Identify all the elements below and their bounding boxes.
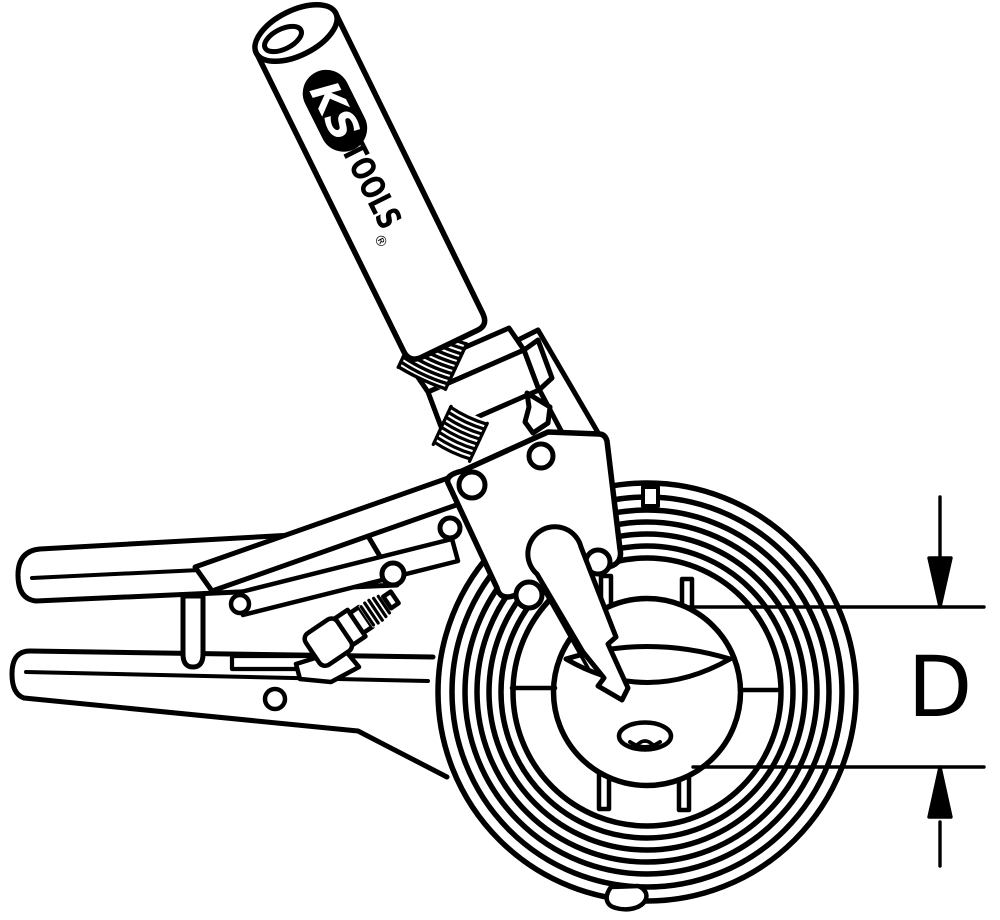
stripper-blade-tip <box>525 524 631 703</box>
clamp-hub <box>509 595 783 789</box>
coil-windings <box>435 480 859 904</box>
logo-registered-mark: ® <box>370 232 391 252</box>
dimension-label: D <box>908 638 973 736</box>
handle-top-hole <box>262 23 304 55</box>
band-end-tab <box>641 485 660 508</box>
spindle-threads-lower <box>431 404 490 463</box>
dimension-annotation: D <box>686 495 986 868</box>
link-rivet <box>228 592 252 616</box>
arrowhead-down-icon <box>927 556 953 609</box>
adjustment-screw <box>293 589 401 685</box>
handle-hole <box>262 686 288 712</box>
logo-capsule <box>302 69 368 152</box>
clamp-hook <box>522 390 553 436</box>
pivot-rivet <box>379 560 407 588</box>
handle-stop-pin <box>180 593 206 670</box>
band-bottom-tab <box>604 883 649 912</box>
arrowhead-up-icon <box>927 765 953 819</box>
clamp-lugs <box>596 573 695 813</box>
clamp-block <box>410 325 631 703</box>
pliers-handles <box>9 474 465 780</box>
tool-handle: KS TOOLS ® <box>252 1 488 392</box>
lower-handle-bar <box>12 651 447 777</box>
block-side-face <box>521 337 555 393</box>
